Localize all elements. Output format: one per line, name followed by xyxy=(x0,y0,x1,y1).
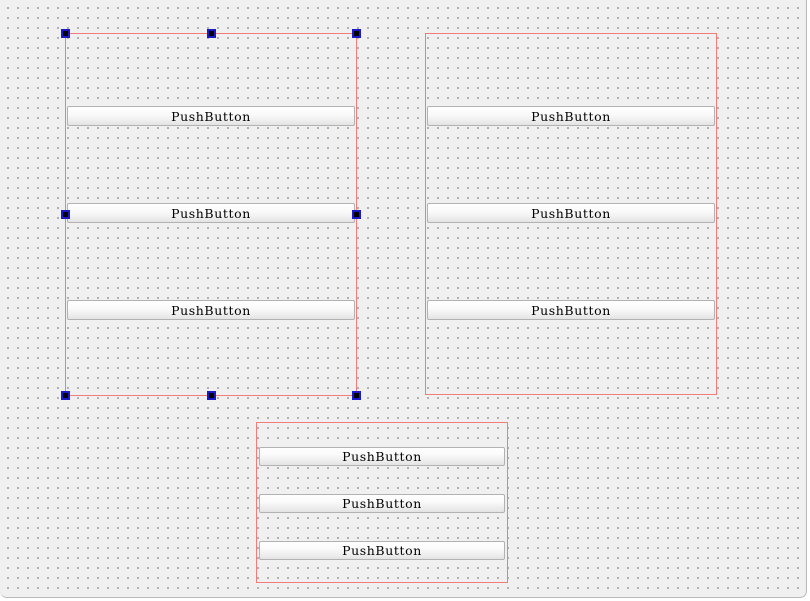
pushbutton-widget[interactable]: PushButton xyxy=(259,447,505,466)
pushbutton-widget[interactable]: PushButton xyxy=(427,203,715,223)
pushbutton-widget[interactable]: PushButton xyxy=(67,106,355,126)
pushbutton-widget[interactable]: PushButton xyxy=(67,300,355,320)
pushbutton-widget[interactable]: PushButton xyxy=(259,494,505,513)
selection-handle-top-center[interactable] xyxy=(206,29,216,38)
selection-handle-bottom-center[interactable] xyxy=(206,391,216,400)
vertical-layout-bottom[interactable]: PushButton PushButton PushButton xyxy=(256,422,508,583)
vertical-layout-top-left[interactable]: PushButton PushButton PushButton xyxy=(61,29,361,400)
pushbutton-widget[interactable]: PushButton xyxy=(427,300,715,320)
selection-handle-middle-left[interactable] xyxy=(61,210,70,219)
selection-handle-middle-right[interactable] xyxy=(352,210,361,219)
pushbutton-widget[interactable]: PushButton xyxy=(259,541,505,560)
vertical-layout-top-right[interactable]: PushButton PushButton PushButton xyxy=(425,33,717,395)
selection-handle-top-right[interactable] xyxy=(352,29,361,38)
selection-handle-top-left[interactable] xyxy=(61,29,70,38)
pushbutton-widget[interactable]: PushButton xyxy=(67,203,355,223)
selection-handle-bottom-right[interactable] xyxy=(352,391,361,400)
selection-handle-bottom-left[interactable] xyxy=(61,391,70,400)
pushbutton-widget[interactable]: PushButton xyxy=(427,106,715,126)
